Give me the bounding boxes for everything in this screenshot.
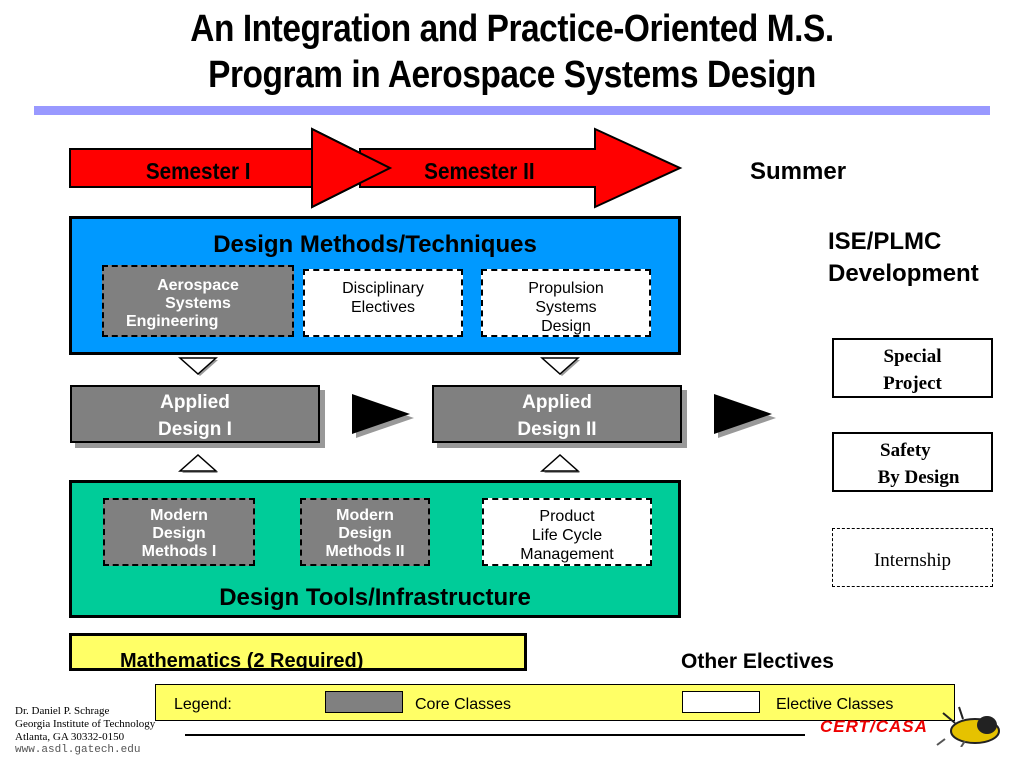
cert-casa-logo: CERT/CASA bbox=[820, 717, 928, 736]
course-applied-design-2[interactable]: Applied Design II bbox=[432, 385, 682, 443]
course-line: Electives bbox=[350, 299, 416, 316]
yellow-jacket-mascot-icon bbox=[936, 706, 1000, 747]
course-line: Design bbox=[338, 525, 392, 542]
summer-label: Summer bbox=[750, 158, 847, 185]
mathematics-box[interactable] bbox=[69, 633, 527, 671]
course-disciplinary-electives[interactable]: Disciplinary Electives bbox=[303, 269, 463, 337]
course-line: Design bbox=[152, 525, 206, 542]
course-line: Applied bbox=[522, 392, 592, 413]
ise-plmc-heading: ISE/PLMC Development bbox=[828, 226, 979, 290]
course-line: Project bbox=[883, 373, 942, 394]
course-line: Safety bbox=[880, 440, 931, 461]
course-line: Applied bbox=[160, 392, 230, 413]
design-methods-title: Design Methods/Techniques bbox=[213, 231, 537, 258]
course-line: Modern bbox=[336, 507, 394, 524]
semester-1-label: Semester I bbox=[145, 158, 251, 184]
course-line: Disciplinary bbox=[342, 280, 424, 297]
legend-label: Legend: bbox=[174, 696, 232, 713]
course-propulsion-systems-design[interactable]: Propulsion Systems Design bbox=[481, 269, 651, 337]
course-line: Systems bbox=[535, 299, 597, 316]
other-electives-label: Other Electives bbox=[681, 650, 834, 673]
footer-address: Atlanta, GA 30332-0150 bbox=[15, 731, 125, 743]
course-line: Product bbox=[539, 508, 595, 525]
course-line: Special bbox=[883, 346, 942, 367]
summer-safety-by-design[interactable]: Safety By Design bbox=[832, 432, 993, 492]
summer-special-project[interactable]: Special Project bbox=[832, 338, 993, 398]
title-underline bbox=[34, 106, 990, 115]
course-line: Methods I bbox=[141, 543, 217, 560]
course-line: Aerospace bbox=[157, 277, 239, 294]
design-tools-panel: Modern Design Methods I Modern Design Me… bbox=[69, 480, 681, 618]
footer-divider bbox=[185, 734, 805, 736]
ise-heading-line-1: ISE/PLMC bbox=[828, 228, 942, 255]
legend-elective-swatch bbox=[682, 691, 760, 713]
course-line: Design I bbox=[158, 419, 232, 440]
slide-title: An Integration and Practice-Oriented M.S… bbox=[61, 6, 962, 98]
legend-core-label: Core Classes bbox=[415, 696, 512, 713]
design-methods-panel: Design Methods/Techniques Aerospace Syst… bbox=[69, 216, 681, 355]
footer-author: Dr. Daniel P. Schrage bbox=[15, 705, 110, 717]
legend: Legend: Core Classes Elective Classes bbox=[155, 684, 955, 721]
course-line: By Design bbox=[877, 467, 960, 488]
legend-core-swatch bbox=[325, 691, 403, 713]
course-modern-design-methods-2[interactable]: Modern Design Methods II bbox=[300, 498, 430, 566]
course-line: Modern bbox=[150, 507, 208, 524]
course-line: Methods II bbox=[325, 543, 405, 560]
down-triangle-icon bbox=[178, 357, 218, 376]
design-tools-title: Design Tools/Infrastructure bbox=[219, 584, 531, 611]
course-line: Management bbox=[520, 546, 614, 563]
up-triangle-icon bbox=[178, 453, 218, 473]
semester-2-arrow bbox=[359, 127, 683, 209]
mathematics-label: Mathematics (2 Required) bbox=[120, 650, 364, 672]
flow-arrow-icon bbox=[352, 394, 414, 438]
course-aerospace-systems-engineering[interactable]: Aerospace Systems Engineering bbox=[102, 265, 294, 337]
flow-arrow-icon bbox=[714, 394, 776, 438]
title-line-1: An Integration and Practice-Oriented M.S… bbox=[190, 8, 834, 50]
summer-internship[interactable]: Internship bbox=[832, 528, 993, 587]
up-triangle-icon bbox=[540, 453, 580, 473]
course-modern-design-methods-1[interactable]: Modern Design Methods I bbox=[103, 498, 255, 566]
footer-institution: Georgia Institute of Technology bbox=[15, 718, 156, 730]
footer-url[interactable]: www.asdl.gatech.edu bbox=[15, 744, 141, 756]
title-line-2: Program in Aerospace Systems Design bbox=[208, 54, 816, 96]
course-line: Life Cycle bbox=[531, 527, 603, 544]
course-line: Design bbox=[541, 318, 591, 335]
legend-elective-label: Elective Classes bbox=[776, 696, 894, 713]
course-line: Internship bbox=[873, 550, 952, 571]
course-line: Engineering bbox=[126, 313, 219, 330]
course-line: Propulsion bbox=[528, 280, 604, 297]
footer-credits: Dr. Daniel P. Schrage Georgia Institute … bbox=[15, 705, 155, 757]
course-applied-design-1[interactable]: Applied Design I bbox=[70, 385, 320, 443]
semester-2-label: Semester II bbox=[424, 158, 535, 184]
course-product-life-cycle-management[interactable]: Product Life Cycle Management bbox=[482, 498, 652, 566]
down-triangle-icon bbox=[540, 357, 580, 376]
course-line: Systems bbox=[165, 295, 231, 312]
ise-heading-line-2: Development bbox=[828, 260, 979, 287]
course-line: Design II bbox=[517, 419, 597, 440]
semester-arrows bbox=[69, 127, 683, 209]
